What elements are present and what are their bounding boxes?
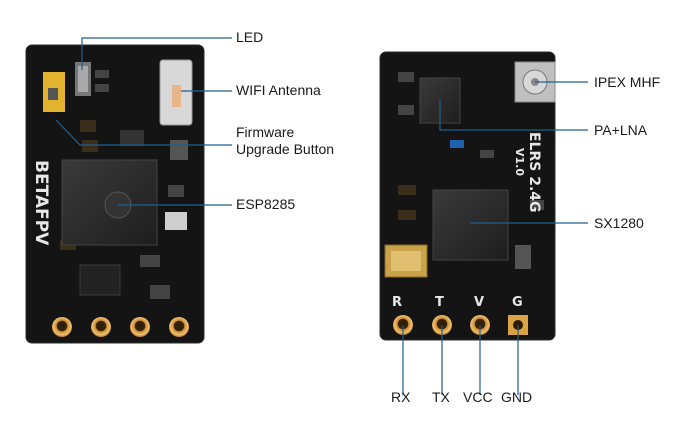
model-silkscreen: ELRS 2.4G [526,132,542,213]
module-b-board: ELRS 2.4G V1.0 R T V G [379,51,556,341]
pa-lna-callout: PA+LNA [594,122,648,138]
brand-silkscreen: BETAFPV [31,160,51,246]
esp-chip-callout: ESP8285 [236,196,296,212]
module-b-leaders [402,81,588,395]
version-silkscreen: V1.0 [513,148,526,176]
pin-label-rx: RX [391,389,411,405]
module-a-leaders [55,37,232,206]
firmware-callout-line2: Upgrade Button [236,141,335,157]
ipex-callout: IPEX MHF [594,74,661,90]
pad-letter-v: V [474,295,484,310]
pin-label-gnd: GND [501,389,533,405]
pad-letter-t: T [435,295,444,310]
led-callout: LED [236,29,264,45]
firmware-callout-line1: Firmware [236,124,295,140]
module-a-board: BETAFPV [25,44,205,344]
sx-chip-callout: SX1280 [594,215,644,231]
pin-label-vcc: VCC [463,389,493,405]
pad-letter-r: R [392,295,402,310]
pin-label-tx: TX [432,389,450,405]
wifi-antenna-callout: WIFI Antenna [236,82,321,98]
pad-letter-g: G [512,295,523,310]
